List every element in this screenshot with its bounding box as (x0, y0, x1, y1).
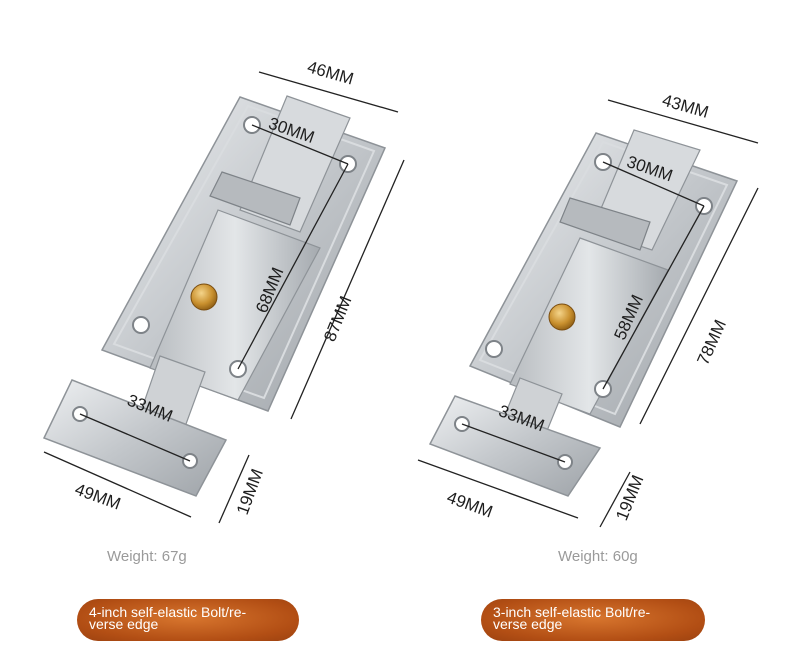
product-badge-left: 4-inch self-elastic Bolt/re- verse edge (77, 599, 299, 641)
dim-top-width: 46MM (305, 57, 356, 88)
keeper (428, 395, 602, 497)
badge-line-1: 3-inch self-elastic Bolt/re- (493, 604, 651, 620)
dim-keeper-height: 19MM (612, 472, 647, 523)
badge-line-1: 4-inch self-elastic Bolt/re- (89, 604, 247, 620)
dim-keeper-width: 49MM (444, 488, 495, 522)
bolt-channel (509, 237, 669, 415)
dim-height: 78MM (693, 317, 730, 368)
bolt-right (428, 129, 739, 497)
weight-label-right: Weight: 60g (558, 548, 638, 565)
brass-knob (190, 283, 218, 311)
bolt-channel (149, 209, 321, 401)
badge-line-2: verse edge (493, 616, 563, 632)
dim-keeper-width: 49MM (72, 480, 123, 514)
bolt-handle (209, 171, 301, 226)
badge-line-2: verse edge (89, 616, 159, 632)
dim-height: 87MM (320, 293, 355, 344)
product-badge-right: 3-inch self-elastic Bolt/re- verse edge (481, 599, 705, 641)
weight-label-left: Weight: 67g (107, 548, 187, 565)
dim-keeper-height: 19MM (233, 466, 267, 517)
bolt-handle (559, 197, 651, 251)
dimension-lines-left (43, 71, 405, 524)
brass-knob (548, 303, 576, 331)
bolt-left (42, 95, 387, 497)
dimension-lines-right (417, 99, 759, 528)
